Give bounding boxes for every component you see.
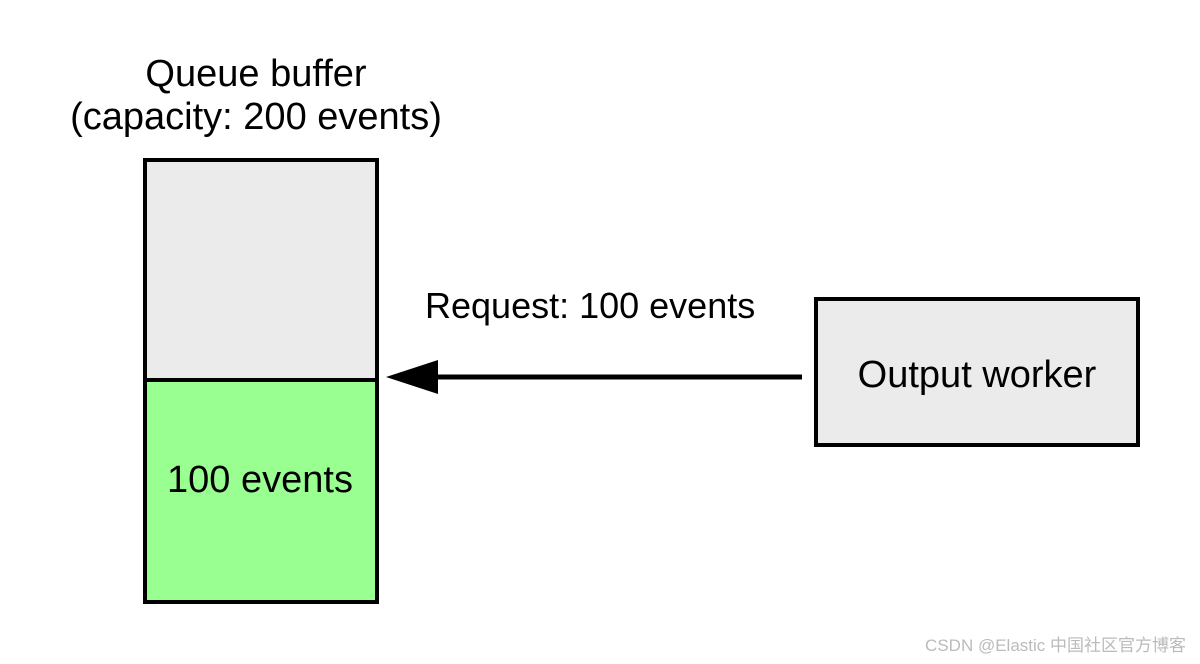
- queue-buffer-filled-section: [143, 378, 379, 604]
- output-worker-box: Output worker: [814, 297, 1140, 447]
- request-arrow-head: [386, 360, 438, 394]
- queue-title-line1: Queue buffer: [145, 53, 367, 95]
- queue-buffer-filled-label: 100 events: [167, 459, 353, 501]
- queue-title-line2: (capacity: 200 events): [70, 96, 442, 138]
- output-worker-label: Output worker: [857, 354, 1097, 396]
- queue-buffer: 100 events: [143, 158, 379, 604]
- request-arrow: [386, 360, 802, 394]
- queue-buffer-empty-section: [143, 158, 379, 388]
- watermark: CSDN @Elastic 中国社区官方博客: [925, 636, 1186, 655]
- request-label: Request: 100 events: [425, 285, 756, 326]
